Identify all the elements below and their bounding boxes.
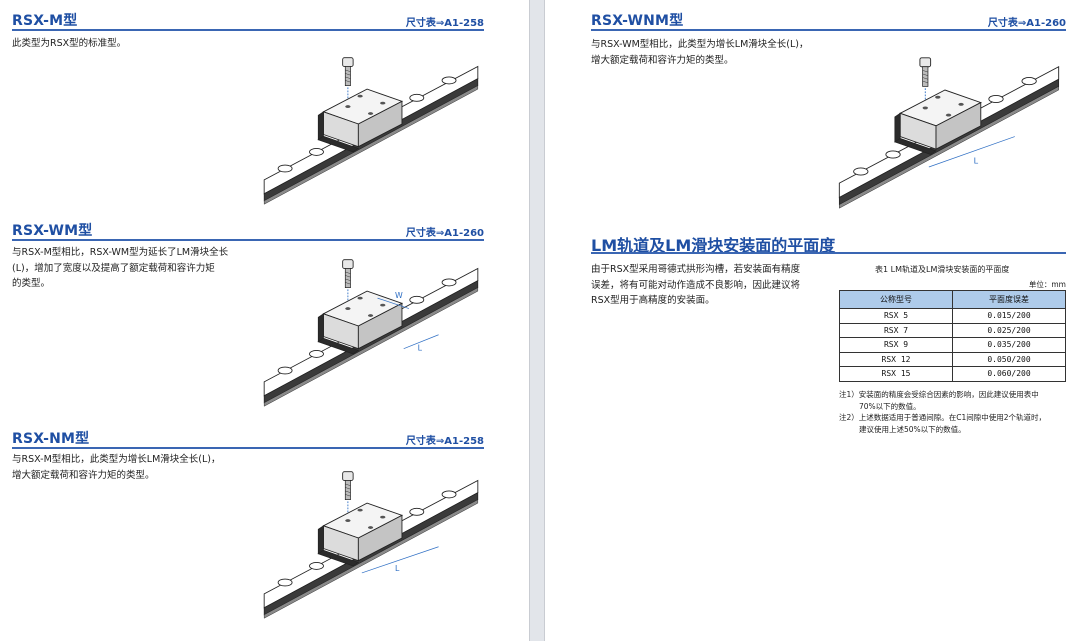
table-row: RSX 9 0.035/200 [839,337,1066,353]
table-cell: RSX 5 [839,308,953,324]
section-title-rsx-wm: RSX-WM型 [12,223,93,239]
dim-label-l: L [974,156,979,165]
section-title-rsx-nm: RSX-NM型 [12,431,90,447]
table-cell: RSX 9 [839,337,953,353]
section-divider [12,447,484,449]
desc-line: (L)，增加了宽度以及提高了额定载荷和容许力矩 [12,262,215,274]
desc-line: 与RSX-M型相比，此类型为增长LM滑块全长(L)， [12,454,221,465]
column-header: 公称型号 [839,290,953,309]
desc-line: 由于RSX型采用哥德式拱形沟槽，若安装面有精度 [591,264,801,275]
note-line: 注2）上述数据适用于普通间隙。在C1间隙中使用2个轨道时， [839,413,1047,422]
left-page: RSX-M型 尺寸表⇒A1-258 此类型为RSX型的标准型。 RSX-WM型 … [0,0,529,641]
table-cell: 0.035/200 [952,337,1066,353]
table-cell: 0.060/200 [952,366,1066,382]
rsx-wm-illustration: L W [263,259,479,407]
desc-line: 与RSX-WM型相比，此类型为增长LM滑块全长(L)， [591,39,809,50]
dim-label-w: W [395,291,403,300]
rsx-wnm-illustration: L [838,57,1060,209]
section-divider [591,29,1066,31]
dimension-table-link-rsx-m[interactable]: 尺寸表⇒A1-258 [405,18,484,29]
dim-label-l: L [395,564,400,573]
table-unit: 单位：mm [1028,280,1066,289]
note-line: 注1）安装面的精度会受综合因素的影响，因此建议使用表中 [839,390,1039,399]
section-title-rsx-m: RSX-M型 [12,13,78,29]
table-row: RSX 5 0.015/200 [839,308,1066,324]
dim-label-l: L [418,343,423,352]
section-divider [12,239,484,241]
rsx-nm-illustration: L [263,471,479,619]
desc-line: 增大额定载荷和容许力矩的类型。 [591,54,734,66]
table-header-row: 公称型号 平面度误差 [839,290,1066,309]
section-desc-rsx-m: 此类型为RSX型的标准型。 [12,36,126,52]
section-desc-rsx-wnm: 与RSX-WM型相比，此类型为增长LM滑块全长(L)， 增大额定载荷和容许力矩的… [591,37,809,68]
desc-line: 与RSX-M型相比，RSX-WM型为延长了LM滑块全长 [12,247,229,258]
section-divider [12,29,484,31]
right-page: RSX-WNM型 尺寸表⇒A1-260 与RSX-WM型相比，此类型为增长LM滑… [545,0,1072,641]
column-header: 平面度误差 [952,290,1066,309]
page-gutter [529,0,545,641]
note-line: 70%以下的数值。 [859,401,921,411]
desc-line: 此类型为RSX型的标准型。 [12,38,127,49]
table-cell: RSX 12 [839,351,953,367]
table-cell: 0.025/200 [952,322,1066,338]
table-cell: RSX 15 [839,366,953,382]
flatness-desc: 由于RSX型采用哥德式拱形沟槽，若安装面有精度 误差，将有可能对动作造成不良影响… [591,262,800,309]
section-divider [591,252,1066,254]
dimension-table-link-rsx-wm[interactable]: 尺寸表⇒A1-260 [405,228,484,239]
desc-line: 增大额定载荷和容许力矩的类型。 [12,469,155,481]
section-desc-rsx-wm: 与RSX-M型相比，RSX-WM型为延长了LM滑块全长 (L)，增加了宽度以及提… [12,245,228,292]
note-line: 建议使用上述50%以下的数值。 [859,424,966,434]
desc-line: 的类型。 [12,278,51,289]
desc-line: RSX型用于高精度的安装面。 [591,295,715,306]
dimension-table-link-rsx-wnm[interactable]: 尺寸表⇒A1-260 [987,18,1066,29]
desc-line: 误差，将有可能对动作造成不良影响，因此建议将 [591,279,801,291]
table-caption: 表1 LM轨道及LM滑块安装面的平面度 [875,265,1010,274]
section-desc-rsx-nm: 与RSX-M型相比，此类型为增长LM滑块全长(L)， 增大额定载荷和容许力矩的类… [12,452,221,483]
table-notes: 注1）安装面的精度会受综合因素的影响，因此建议使用表中 70%以下的数值。 注2… [839,389,1046,435]
section-title-rsx-wnm: RSX-WNM型 [591,13,684,29]
table-cell: 0.050/200 [952,351,1066,367]
table-row: RSX 12 0.050/200 [839,351,1066,367]
table-cell: 0.015/200 [952,308,1066,324]
dimension-table-link-rsx-nm[interactable]: 尺寸表⇒A1-258 [405,436,484,447]
table-row: RSX 15 0.060/200 [839,366,1066,382]
flatness-section-title: LM轨道及LM滑块安装面的平面度 [591,236,836,255]
table-cell: RSX 7 [839,322,953,338]
rsx-m-illustration [263,57,479,205]
table-row: RSX 7 0.025/200 [839,322,1066,338]
flatness-table: 公称型号 平面度误差 RSX 5 0.015/200 RSX 7 0.025/2… [839,290,1066,382]
